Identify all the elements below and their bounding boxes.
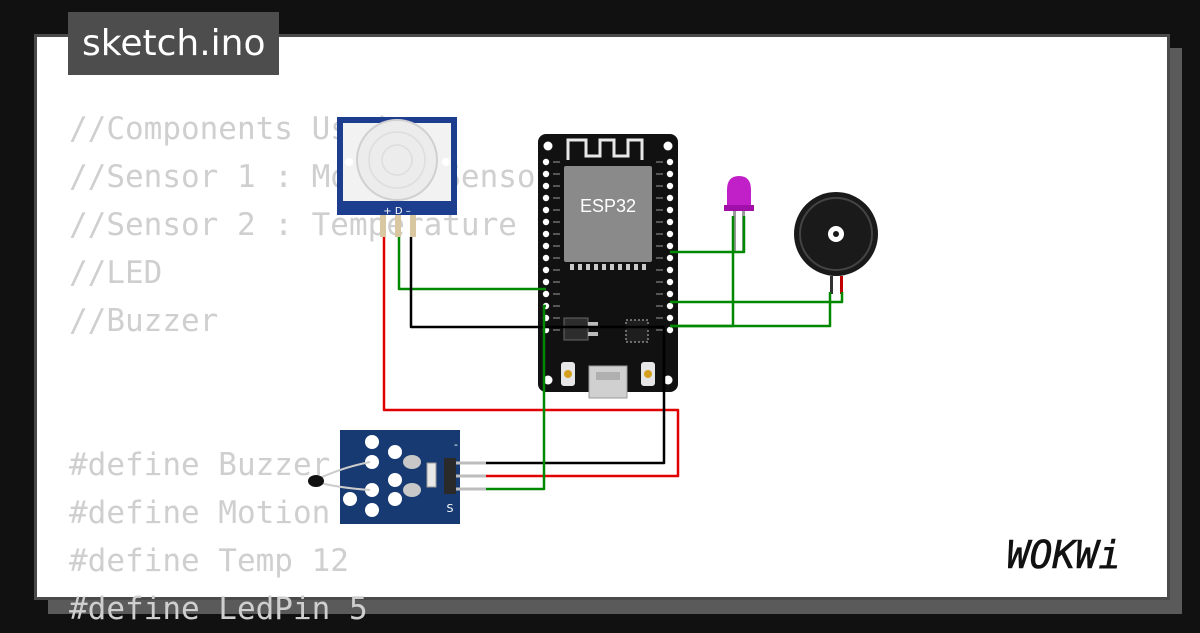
temp-pin-minus-label: - xyxy=(454,438,458,451)
wire-pir-signal xyxy=(397,237,546,291)
temperature-sensor-module[interactable]: - S xyxy=(308,430,486,524)
wire-led-cathode xyxy=(670,216,735,328)
code-line-9: #define Motion 4 xyxy=(69,495,368,531)
buzzer[interactable] xyxy=(794,192,878,294)
led[interactable] xyxy=(724,176,754,253)
thermistor xyxy=(308,475,324,487)
pir-motion-sensor[interactable]: + D – xyxy=(337,117,457,237)
code-line-11: #define LedPin 5 xyxy=(69,591,368,627)
usb-port xyxy=(588,365,628,399)
code-line-4: //LED xyxy=(69,255,163,291)
temp-pin-s-label: S xyxy=(447,502,454,515)
filename-tab[interactable]: sketch.ino xyxy=(68,12,280,75)
wire-vcc xyxy=(382,237,680,478)
code-line-5: //Buzzer xyxy=(69,303,219,339)
wire-temp-signal xyxy=(486,304,546,491)
pir-pin-labels: + D – xyxy=(383,206,410,217)
antenna-trace xyxy=(566,138,644,160)
wires xyxy=(382,216,844,491)
resistor xyxy=(426,462,437,488)
wire-buzzer-positive xyxy=(670,292,844,304)
wire-led-anode xyxy=(670,216,746,254)
wire-buzzer-negative xyxy=(670,292,832,328)
esp32-module xyxy=(564,166,652,262)
wokwi-logo[interactable]: WOKWi xyxy=(976,528,1152,578)
usb-chip xyxy=(625,319,649,343)
wire-gnd xyxy=(409,237,666,465)
voltage-regulator xyxy=(563,317,589,341)
wokwi-logo-text: WOKWi xyxy=(1007,533,1121,577)
code-line-10: #define Temp 12 xyxy=(69,543,349,579)
esp32-label: ESP32 xyxy=(580,196,636,216)
esp32-board[interactable]: ESP32 xyxy=(538,134,678,399)
